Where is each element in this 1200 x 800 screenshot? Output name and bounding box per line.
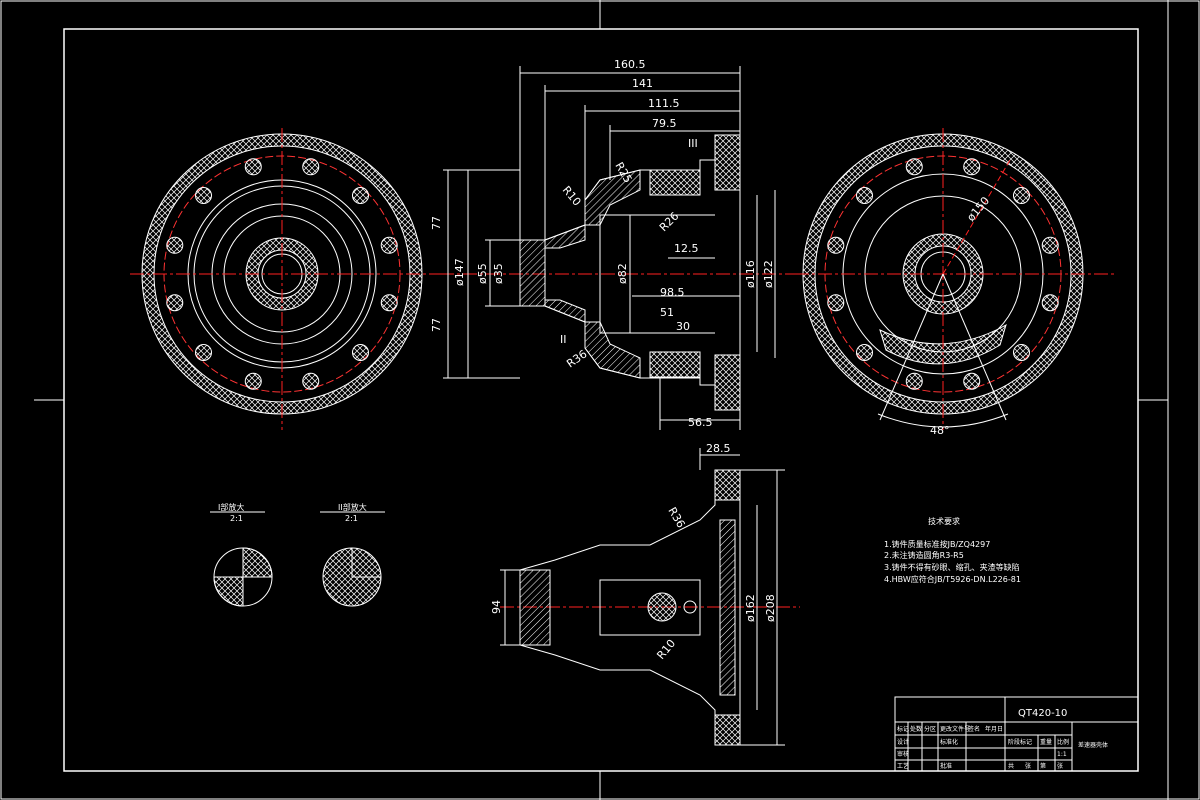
dim-dia-162: ø162 xyxy=(744,594,757,622)
bolt-hole xyxy=(1012,187,1030,205)
radius-r26: R26 xyxy=(657,210,681,234)
tb-cell-3: 更改文件号 xyxy=(940,725,970,733)
dim-111-5: 111.5 xyxy=(648,97,680,110)
tech-note-4: 4.HBW应符合JB/T5926-DN.L226-81 xyxy=(884,574,1021,584)
detail-right-title: II部放大 xyxy=(338,502,367,512)
title-block xyxy=(894,696,1139,772)
dim-94: 94 xyxy=(490,600,503,614)
bolt-hole-pattern xyxy=(166,158,398,390)
tb-cell-10: 比例 xyxy=(1057,738,1069,746)
dim-half-lower: 77 xyxy=(430,318,443,332)
tb-cell-13: 批准 xyxy=(940,762,952,770)
section-view-lower xyxy=(500,448,800,746)
label-III: III xyxy=(688,137,698,150)
tech-note-2: 2.未注铸造圆角R3-R5 xyxy=(884,550,964,560)
dim-dia-55: ø55 xyxy=(476,263,489,284)
tb-cell-18: 1:1 xyxy=(1057,751,1067,758)
bolt-hole xyxy=(166,236,184,254)
left-end-view xyxy=(130,128,440,430)
part-name: 差速器壳体 xyxy=(1078,741,1108,749)
dim-51: 51 xyxy=(660,306,674,319)
technical-notes: 技术要求 1.铸件质量标准按JB/ZQ4297 2.未注铸造圆角R3-R5 3.… xyxy=(884,516,1021,584)
dim-dia-82: ø82 xyxy=(616,263,629,284)
detail-left-title: I部放大 xyxy=(218,502,244,512)
tb-cell-6: 设计 xyxy=(897,738,909,746)
bolt-hole xyxy=(905,158,923,176)
bolt-hole xyxy=(380,236,398,254)
tb-cell-16: 第 xyxy=(1040,762,1046,770)
radius-r10: R10 xyxy=(560,184,584,209)
tech-note-3: 3.铸件不得有砂眼、缩孔、夹渣等缺陷 xyxy=(884,562,1020,572)
tb-cell-1: 处数 xyxy=(910,725,922,733)
bolt-hole xyxy=(856,187,874,205)
bolt-hole xyxy=(1041,294,1059,312)
tb-cell-7: 标准化 xyxy=(940,738,958,746)
bolt-hole xyxy=(827,236,845,254)
tb-cell-14: 共 xyxy=(1008,762,1014,770)
tb-cell-12: 工艺 xyxy=(897,762,909,770)
tb-cell-2: 分区 xyxy=(924,725,936,733)
tb-cell-0: 标记 xyxy=(897,725,909,733)
dim-160-5: 160.5 xyxy=(614,58,646,71)
bolt-hole xyxy=(302,158,320,176)
part-number: QT420-10 xyxy=(1018,708,1067,719)
bolt-hole xyxy=(351,187,369,205)
dim-79-5: 79.5 xyxy=(652,117,677,130)
tech-note-1: 1.铸件质量标准按JB/ZQ4297 xyxy=(884,539,990,549)
radius-r36: R36 xyxy=(564,347,589,370)
bolt-hole xyxy=(1012,343,1030,361)
tb-cell-4: 签名 xyxy=(968,725,980,733)
radius-r36-lower: R36 xyxy=(665,505,687,530)
dim-12-5: 12.5 xyxy=(674,242,699,255)
right-end-view: 48° ø150 xyxy=(795,128,1115,437)
bolt-hole xyxy=(963,372,981,390)
detail-left-scale: 2:1 xyxy=(230,514,243,523)
dim-dia-35: ø35 xyxy=(492,263,505,284)
angle-48-label: 48° xyxy=(930,424,950,437)
bolt-hole xyxy=(195,187,213,205)
tb-cell-11: 审核 xyxy=(897,750,909,758)
title-block-text: QT420-10 差速器壳体 标记 处数 分区 更改文件号 签名 年月日 设计 … xyxy=(897,708,1108,770)
dim-dia-122: ø122 xyxy=(762,260,775,288)
tb-cell-5: 年月日 xyxy=(985,725,1003,733)
tb-cell-17: 张 xyxy=(1057,762,1063,770)
bolt-hole xyxy=(351,343,369,361)
dim-dia-147: ø147 xyxy=(453,258,466,286)
dim-141: 141 xyxy=(632,77,653,90)
dim-28-5: 28.5 xyxy=(706,442,731,455)
bolt-hole-pattern xyxy=(827,158,1059,390)
tb-cell-8: 阶段标记 xyxy=(1008,738,1032,746)
detail-right-scale: 2:1 xyxy=(345,514,358,523)
bolt-hole xyxy=(856,343,874,361)
dim-dia-208: ø208 xyxy=(764,594,777,622)
bolt-hole xyxy=(244,158,262,176)
bolt-hole xyxy=(195,343,213,361)
tech-notes-title: 技术要求 xyxy=(928,516,960,526)
bolt-hole xyxy=(244,372,262,390)
dim-56-5: 56.5 xyxy=(688,416,713,429)
bolt-hole xyxy=(166,294,184,312)
bolt-hole xyxy=(963,158,981,176)
dim-98-5: 98.5 xyxy=(660,286,685,299)
dim-30: 30 xyxy=(676,320,690,333)
dim-dia-116: ø116 xyxy=(744,260,757,288)
bolt-hole xyxy=(302,372,320,390)
radius-r10-lower: R10 xyxy=(654,637,678,662)
dim-half-upper: 77 xyxy=(430,216,443,230)
tb-cell-15: 张 xyxy=(1025,762,1031,770)
bolt-hole xyxy=(827,294,845,312)
bolt-hole xyxy=(380,294,398,312)
detail-view-left: I部放大 2:1 xyxy=(210,502,273,607)
tb-cell-9: 重量 xyxy=(1040,738,1052,746)
label-II: II xyxy=(560,333,567,346)
detail-view-right: II部放大 2:1 xyxy=(320,502,385,607)
bolt-hole xyxy=(905,372,923,390)
bolt-hole xyxy=(1041,236,1059,254)
section-view-upper xyxy=(440,66,800,430)
